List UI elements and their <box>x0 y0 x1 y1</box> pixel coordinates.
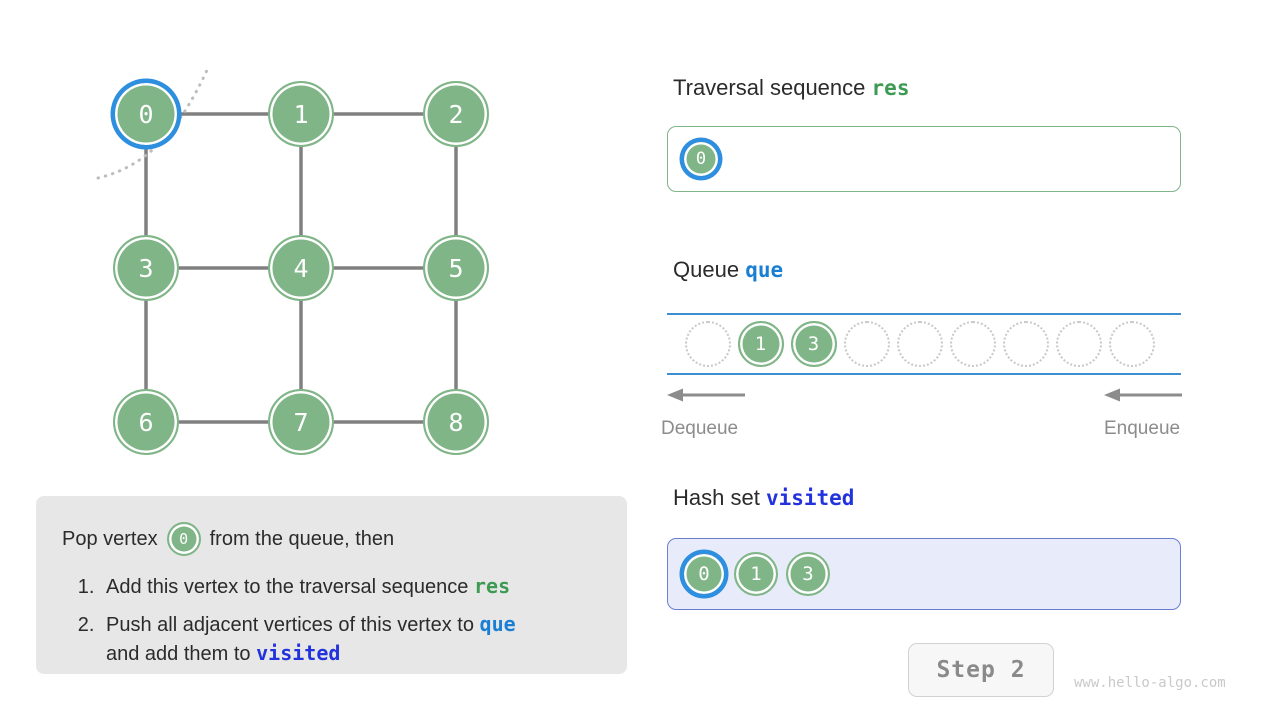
graph-vertex-6[interactable]: 6 <box>113 389 179 455</box>
queue-cell-5 <box>946 321 999 367</box>
queue-cell-7 <box>1052 321 1105 367</box>
res-item-label: 0 <box>695 148 707 169</box>
graph-vertex-5[interactable]: 5 <box>423 235 489 301</box>
enqueue-label: Enqueue <box>1104 418 1181 439</box>
caption-step2-text: Push all adjacent vertices of this verte… <box>106 614 474 636</box>
graph-vertex-label: 1 <box>293 99 309 129</box>
res-item-0: 0 <box>682 140 720 178</box>
queue-title-code: que <box>745 258 784 282</box>
queue-empty-slot-8 <box>1108 321 1155 367</box>
graph-vertex-0[interactable]: 0 <box>113 81 179 147</box>
caption-lead: Pop vertex 0 from the queue, then <box>62 522 599 556</box>
queue-empty-slot-7 <box>1055 321 1102 367</box>
explanation-panel: Pop vertex 0 from the queue, then Add th… <box>36 496 627 674</box>
step-badge: Step 2 <box>908 643 1054 697</box>
queue-empty-slot-3 <box>843 321 890 367</box>
caption-lead-after: from the queue, then <box>209 528 395 550</box>
graph-vertex-7[interactable]: 7 <box>268 389 334 455</box>
visited-items: 0 1 3 <box>682 539 830 609</box>
graph-vertex-label: 4 <box>293 253 309 283</box>
caption-vertex-label: 0 <box>179 529 189 548</box>
graph-vertex-label: 5 <box>448 253 464 283</box>
queue-empty-slot-4 <box>896 321 943 367</box>
queue-item-label: 3 <box>807 332 820 355</box>
caption-steps-list: Add this vertex to the traversal sequenc… <box>62 572 599 668</box>
visited-container: 0 1 3 <box>667 538 1181 610</box>
enqueue-arrow-icon <box>1104 386 1184 402</box>
caption-step2-code-visited: visited <box>256 641 341 665</box>
dequeue-arrow-icon <box>667 386 747 402</box>
queue-cell-2: 3 <box>787 321 840 367</box>
queue-item-2: 3 <box>790 321 837 367</box>
graph-vertex-label: 3 <box>138 253 154 283</box>
queue-cell-0 <box>681 321 734 367</box>
caption-step2-code-que: que <box>479 612 516 636</box>
caption-step-1: Add this vertex to the traversal sequenc… <box>100 572 599 601</box>
queue-cell-3 <box>840 321 893 367</box>
res-container: 0 <box>667 126 1181 192</box>
graph-vertex-label: 0 <box>138 99 154 129</box>
res-items: 0 <box>682 127 720 191</box>
res-title-code: res <box>871 76 910 100</box>
graph-vertex-1[interactable]: 1 <box>268 81 334 147</box>
caption-vertex-chip: 0 <box>166 522 201 556</box>
queue-rail-top <box>667 313 1181 315</box>
graph-vertex-label: 8 <box>448 407 464 437</box>
queue-cell-6 <box>999 321 1052 367</box>
cut-arc-icon <box>96 66 210 180</box>
visited-title-code: visited <box>765 486 855 510</box>
res-section-title: Traversal sequence res <box>673 75 909 101</box>
visited-item-0: 0 <box>682 552 726 596</box>
graph-vertex-label: 6 <box>138 407 154 437</box>
caption-lead-before: Pop vertex <box>62 528 158 550</box>
visited-item-label: 1 <box>750 562 762 585</box>
visited-item-1: 1 <box>734 552 778 596</box>
watermark: www.hello-algo.com <box>1074 675 1226 691</box>
graph-vertex-label: 2 <box>448 99 464 129</box>
queue-title-text: Queue <box>673 257 740 282</box>
graph-vertex-8[interactable]: 8 <box>423 389 489 455</box>
visited-item-label: 0 <box>698 562 710 585</box>
visited-item-2: 3 <box>786 552 830 596</box>
graph-vertex-label: 7 <box>293 407 309 437</box>
graph-vertex-2[interactable]: 2 <box>423 81 489 147</box>
graph-vertex-3[interactable]: 3 <box>113 235 179 301</box>
queue-cell-8 <box>1105 321 1158 367</box>
queue-item-1: 1 <box>737 321 784 367</box>
visited-section-title: Hash set visited <box>673 485 854 511</box>
res-title-text: Traversal sequence <box>673 75 866 100</box>
graph-panel: 0 1 2 3 4 5 6 7 8 <box>0 0 640 490</box>
caption-step2-mid: and add them to <box>106 643 251 665</box>
caption-step1-code: res <box>473 574 511 598</box>
step-badge-label: Step 2 <box>936 657 1026 683</box>
queue-empty-slot-0 <box>684 321 731 367</box>
queue-section-title: Queue que <box>673 257 783 283</box>
queue-item-label: 1 <box>754 332 767 355</box>
graph-vertex-4[interactable]: 4 <box>268 235 334 301</box>
queue-cell-1: 1 <box>734 321 787 367</box>
visited-item-label: 3 <box>802 562 814 585</box>
queue-empty-slot-5 <box>949 321 996 367</box>
queue-rail-bottom <box>667 373 1181 375</box>
queue-empty-slot-6 <box>1002 321 1049 367</box>
caption-step-2: Push all adjacent vertices of this verte… <box>100 610 599 668</box>
queue-cell-4 <box>893 321 946 367</box>
dequeue-label: Dequeue <box>661 418 739 439</box>
visited-title-text: Hash set <box>673 485 760 510</box>
caption-step1-text: Add this vertex to the traversal sequenc… <box>106 576 469 598</box>
